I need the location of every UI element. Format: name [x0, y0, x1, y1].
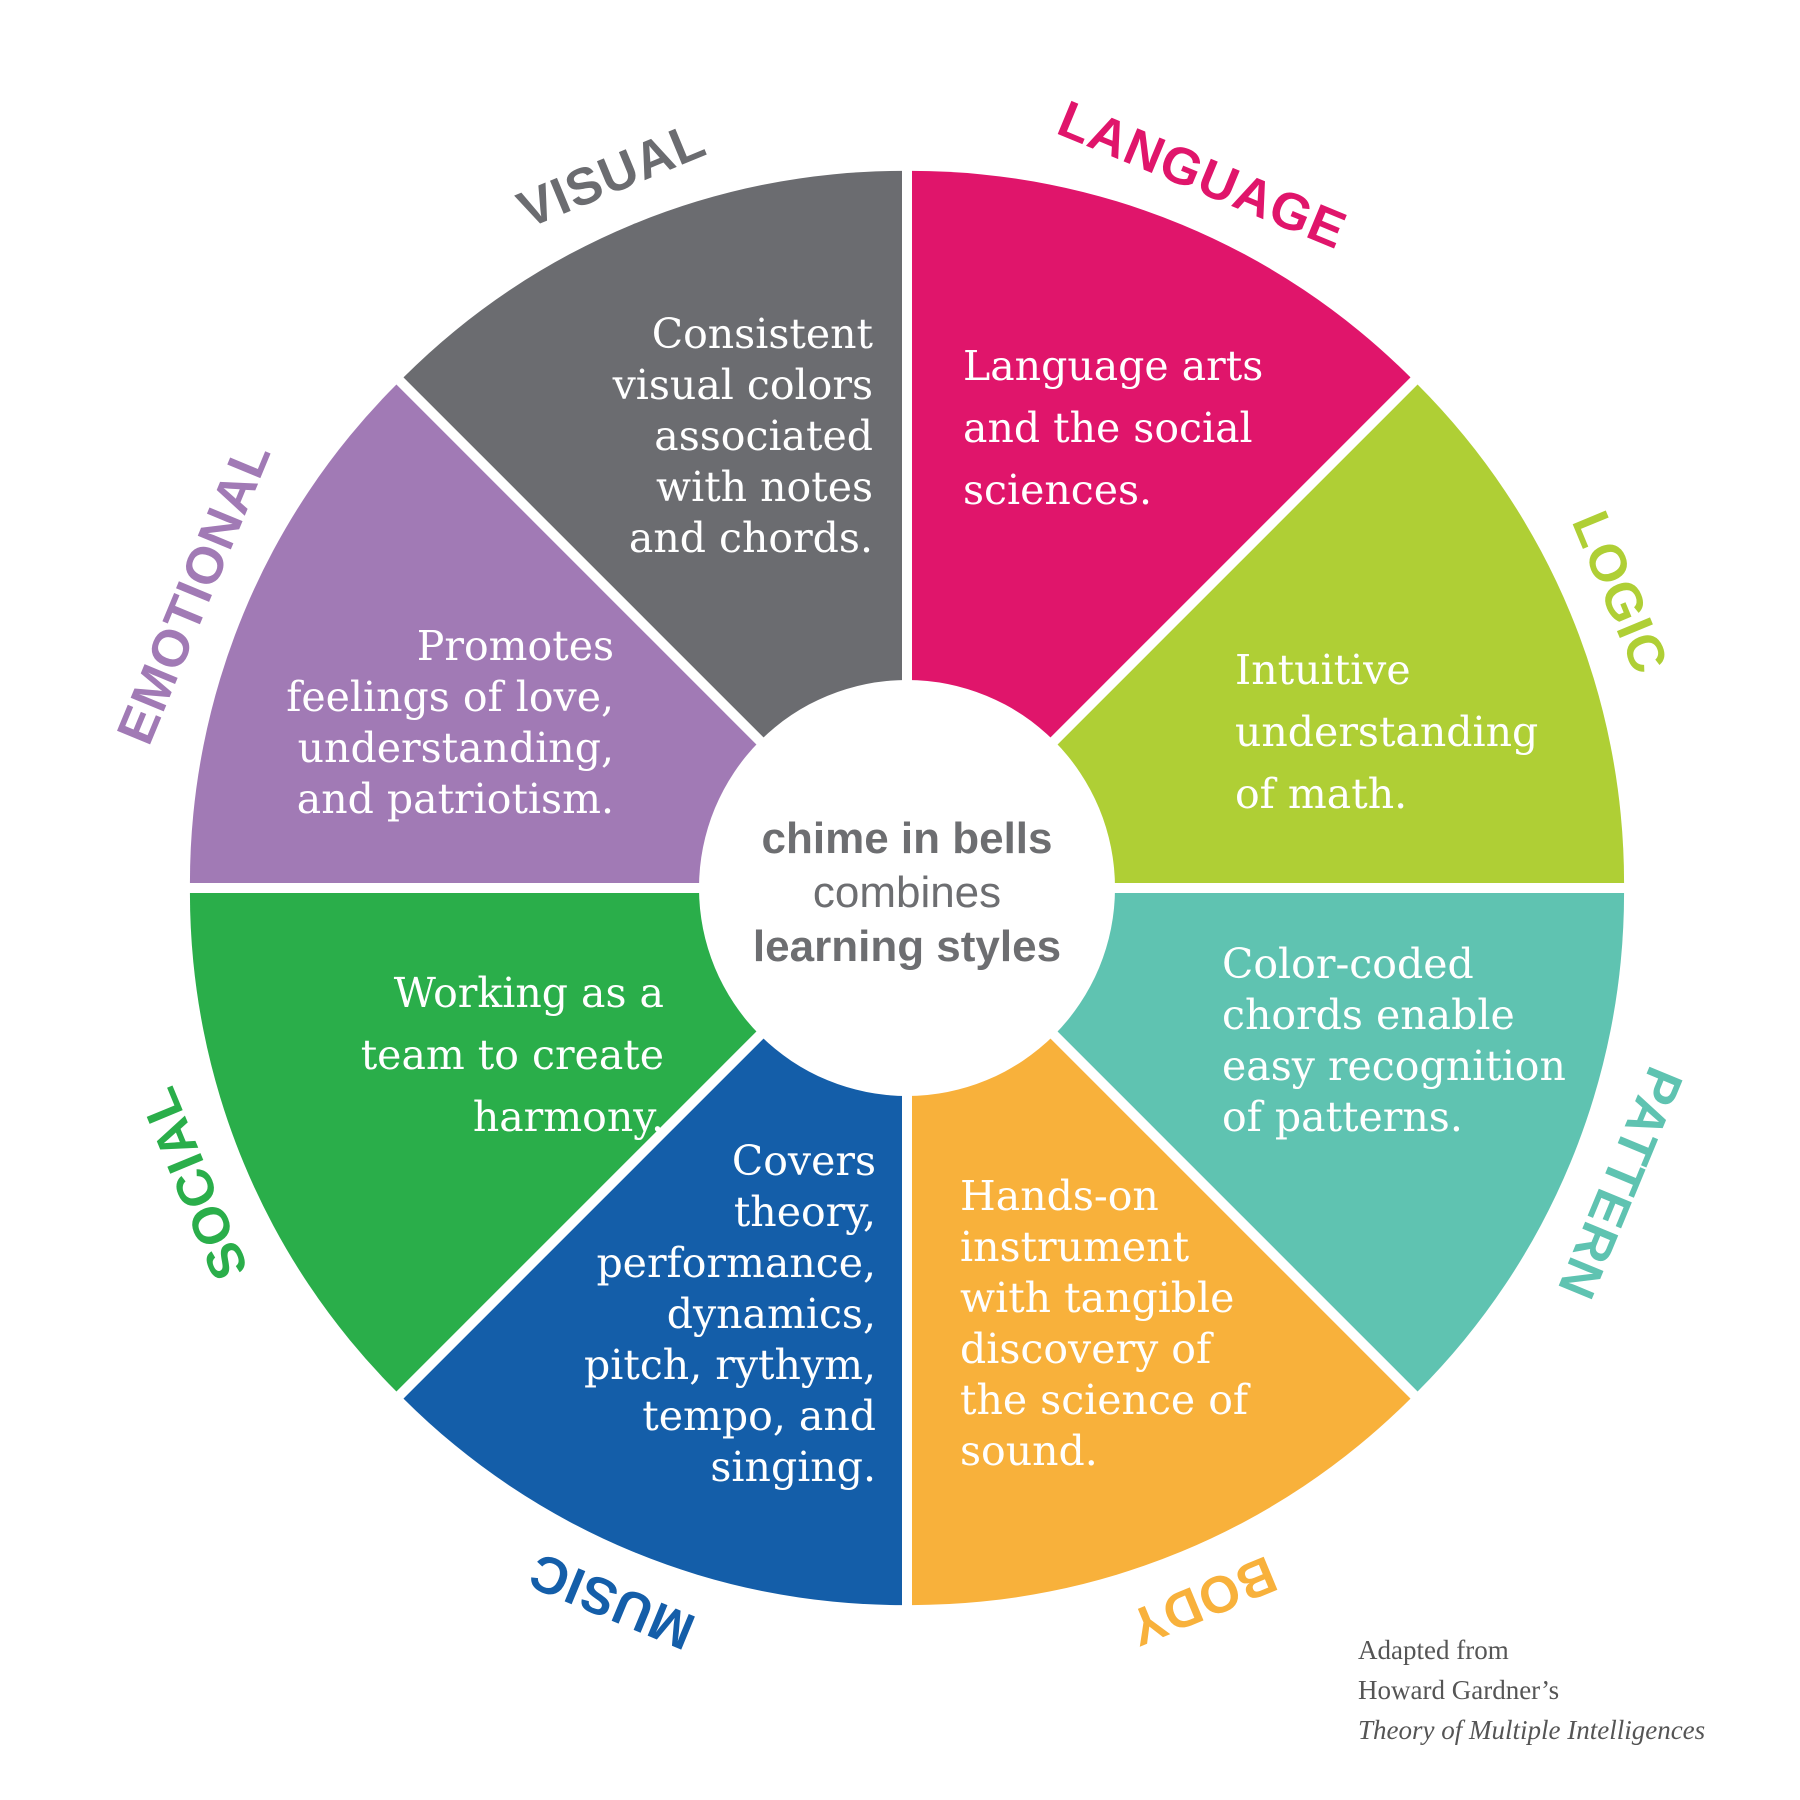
segment-music	[403, 900, 902, 1606]
segment-text-line: discovery of	[960, 1325, 1214, 1373]
segment-text-line: instrument	[960, 1223, 1190, 1271]
segment-text-social: Working as a team to create harmony.	[361, 969, 664, 1141]
segment-text-line: Color-coded	[1222, 940, 1474, 988]
segment-text-line: of patterns.	[1222, 1093, 1463, 1141]
segment-text-line: dynamics,	[667, 1290, 876, 1338]
credit-book-title: Theory of Multiple Intelligences	[1358, 1715, 1706, 1745]
segments-layer: Language arts and the social sciences. Intu…	[189, 170, 1625, 1606]
segment-text-line: with tangible	[960, 1274, 1234, 1322]
segment-text-line: and chords.	[629, 514, 873, 562]
segment-text-line: with notes	[656, 463, 873, 511]
segment-text-line: harmony.	[473, 1093, 664, 1141]
segment-text-line: Working as a	[394, 969, 664, 1017]
segment-text-line: visual colors	[612, 361, 873, 409]
segment-text-line: and patriotism.	[297, 775, 614, 823]
segment-text-line: chords enable	[1222, 991, 1515, 1039]
segment-text-line: Covers	[732, 1137, 876, 1185]
segment-text-line: Promotes	[417, 622, 614, 670]
segment-text-line: theory,	[734, 1188, 876, 1236]
segment-text-line: pitch, rythym,	[584, 1341, 876, 1389]
segment-text-line: Language arts	[963, 342, 1263, 390]
segment-text-line: of math.	[1235, 770, 1407, 818]
segment-logic	[919, 384, 1625, 883]
segment-text-line: easy recognition	[1222, 1042, 1566, 1090]
center-subtitle: combines	[813, 868, 1001, 917]
center-tagline: learning styles	[753, 922, 1061, 971]
segment-text-line: understanding,	[298, 724, 614, 772]
segment-social	[189, 893, 895, 1392]
segment-pattern	[919, 893, 1625, 1392]
segment-emotional	[189, 384, 895, 883]
segment-text-line: team to create	[361, 1031, 664, 1079]
center-title: chime in bells	[762, 814, 1053, 863]
segment-text-line: sciences.	[963, 466, 1152, 514]
credit-line-2: Howard Gardner’s	[1358, 1675, 1560, 1705]
segment-text-line: understanding	[1235, 708, 1538, 756]
segment-text-language: Language arts and the social sciences.	[963, 342, 1263, 514]
segment-text-line: the science of	[960, 1376, 1251, 1424]
credit-line-1: Adapted from	[1358, 1635, 1509, 1665]
segment-visual	[403, 170, 902, 876]
segment-text-line: performance,	[596, 1239, 876, 1287]
attribution-credit: Adapted from Howard Gardner’s Theory of …	[1358, 1630, 1788, 1750]
segment-text-line: Consistent	[652, 310, 874, 358]
segment-text-line: associated	[654, 412, 873, 460]
segment-language	[912, 170, 1411, 876]
segment-text-line: and the social	[963, 404, 1253, 452]
segment-text-line: Hands-on	[960, 1172, 1159, 1220]
segment-text-line: Intuitive	[1235, 646, 1411, 694]
segment-text-line: tempo, and	[642, 1392, 876, 1440]
segment-text-line: singing.	[710, 1443, 876, 1491]
segment-text-line: feelings of love,	[286, 673, 614, 721]
segment-text-logic: Intuitive understanding of math.	[1235, 646, 1538, 818]
center-circle	[699, 680, 1115, 1096]
segment-text-line: sound.	[960, 1427, 1098, 1475]
segment-body	[912, 900, 1411, 1606]
